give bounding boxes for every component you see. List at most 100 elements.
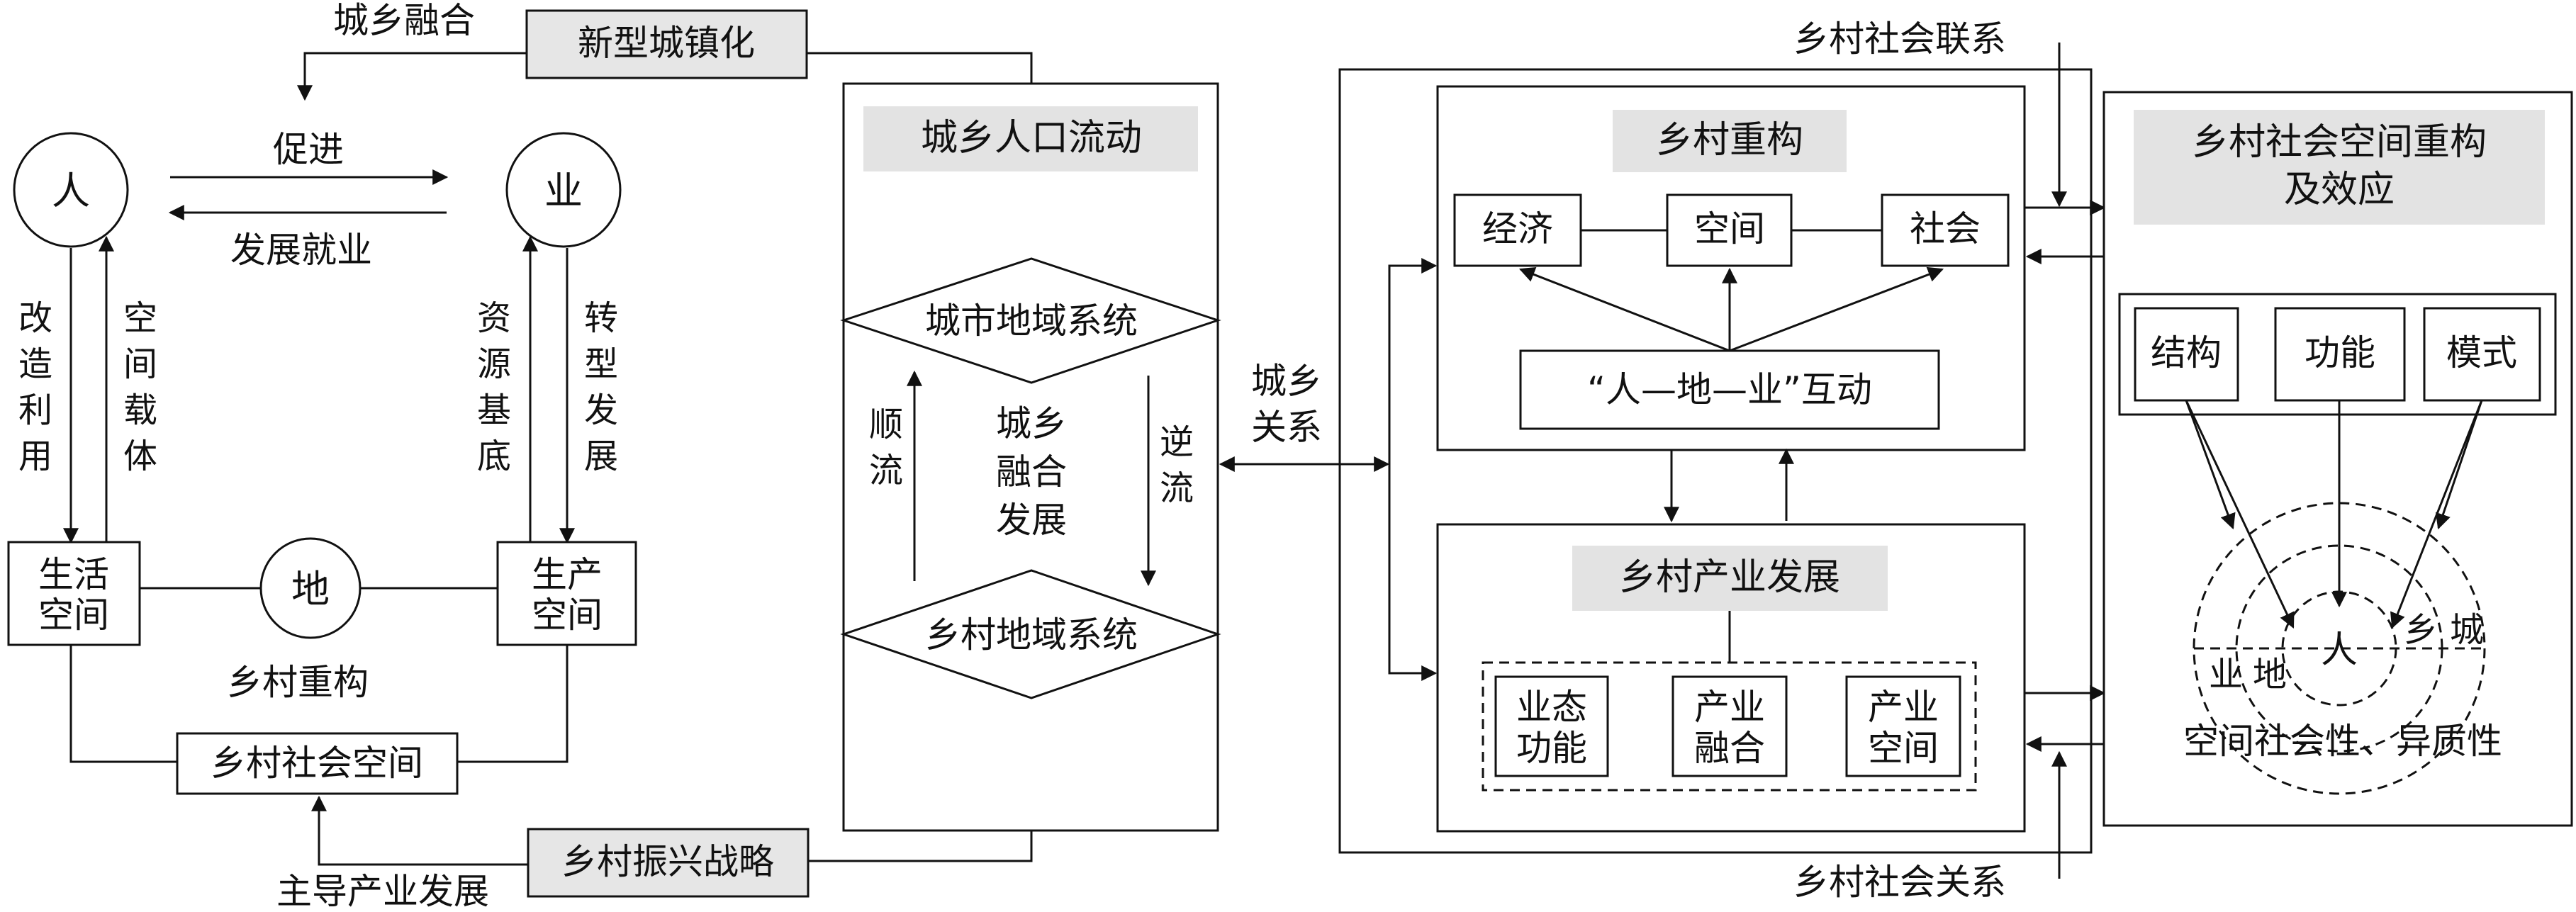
label-shehui: 社会	[1910, 208, 1981, 249]
box-xiangcun-zhenxing-zhanlue	[527, 828, 810, 898]
group-jiegou-gongneng-moshi	[2118, 293, 2557, 416]
box-shengchan-kongjian	[496, 541, 637, 646]
label-hudong: “人—地—业”互动	[1587, 369, 1872, 410]
arrow-hudong-jingji	[1518, 266, 1730, 352]
label-chengxiang-guanxi: 城乡 关系	[1251, 361, 1322, 448]
svg-text:融合: 融合	[996, 451, 1067, 492]
svg-text:体: 体	[123, 437, 157, 476]
label-right-xiangcun-chonggou: 乡村重构	[1656, 119, 1803, 162]
dashed-circle-outer	[2193, 502, 2486, 795]
svg-text:逆: 逆	[1160, 422, 1194, 462]
svg-text:利: 利	[18, 390, 52, 430]
label-gaizao-liyong: 改 造 利 用	[18, 298, 52, 476]
label-shehui-lianxi: 乡村社会联系	[1793, 18, 2006, 60]
label-ye: 业	[544, 169, 583, 213]
svg-text:基: 基	[477, 390, 511, 430]
box-xinxing-chengzhenhua	[525, 9, 808, 79]
label-circle-ye: 业	[2209, 655, 2243, 694]
label-cujin: 促进	[273, 129, 344, 170]
label-moshi: 模式	[2446, 332, 2517, 373]
tag-middle-title	[863, 106, 1198, 171]
arrow-moshi-mid	[2435, 400, 2483, 530]
svg-text:改: 改	[18, 298, 52, 338]
link-shenghuo-to-shehui	[69, 645, 177, 763]
label-urban-system: 城市地域系统	[925, 300, 1138, 342]
label-xiangcun-zhenxing-zhanlue: 乡村振兴战略	[561, 841, 774, 882]
label-chanye-kongjian-1: 产业	[1868, 687, 1939, 728]
label-left-xiangcun-chonggou: 乡村重构	[227, 662, 369, 703]
svg-text:流: 流	[1160, 468, 1194, 508]
label-chanye-ronghe-2: 融合	[1694, 728, 1765, 769]
box-shehui	[1881, 193, 2010, 267]
box-shenghuo-kongjian	[7, 541, 141, 646]
svg-text:发: 发	[584, 390, 618, 430]
svg-text:型: 型	[584, 344, 618, 384]
panel-chengxiang-renkou-liudong	[842, 82, 1219, 832]
panel-right-outer	[1338, 68, 2093, 854]
label-chanye-kongjian-2: 空间	[1868, 728, 1939, 769]
dashed-chanye-group	[1482, 661, 1977, 792]
label-shenghuo-2: 空间	[38, 595, 109, 636]
arrow-hudong-shehui	[1729, 266, 1944, 352]
svg-text:关系: 关系	[1251, 407, 1322, 448]
label-di: 地	[291, 567, 330, 612]
box-yetai-gongneng	[1494, 675, 1609, 777]
label-jiegou: 结构	[2151, 332, 2222, 373]
box-hudong	[1519, 349, 1940, 430]
circle-ye	[505, 132, 622, 248]
svg-text:发展: 发展	[996, 500, 1067, 541]
box-kongjian	[1666, 193, 1793, 267]
svg-text:展: 展	[584, 437, 618, 476]
label-circle-ren: 人	[2321, 629, 2358, 672]
svg-text:空: 空	[123, 298, 157, 338]
label-zhuanxing-fazhan: 转 型 发 展	[584, 298, 618, 476]
svg-text:城乡: 城乡	[1251, 361, 1322, 402]
arrow-jiegou-in	[2185, 400, 2295, 629]
connector-zhenxing-to-middle	[808, 831, 1033, 862]
box-gongneng	[2274, 307, 2406, 402]
label-circle-cheng: 城	[2450, 610, 2484, 650]
circle-ren	[13, 132, 129, 248]
svg-text:城乡: 城乡	[996, 403, 1067, 444]
arrow-to-chonggou	[1388, 258, 1438, 464]
svg-text:顺: 顺	[869, 405, 903, 444]
label-shehui-guanxi: 乡村社会关系	[1793, 862, 2006, 903]
svg-text:流: 流	[869, 451, 903, 490]
label-chengxiang-ronghe: 城乡融合	[333, 0, 475, 41]
link-shengchan-to-shehui	[457, 645, 569, 763]
label-fazhan-jiuye: 发展就业	[230, 230, 372, 271]
tag-chanye	[1572, 546, 1888, 611]
label-zhudao-chanye-fazhan: 主导产业发展	[276, 871, 489, 912]
label-kongjian-zaiti: 空 间 载 体	[123, 298, 157, 476]
connector-xinxing-to-middle	[807, 52, 1033, 84]
tag-far-right-title	[2134, 110, 2545, 225]
box-jingji	[1453, 193, 1582, 267]
box-moshi	[2423, 307, 2541, 402]
tag-chonggou	[1613, 110, 1847, 172]
label-caption: 空间社会性、异质性	[2183, 721, 2502, 762]
box-chanye-ronghe	[1671, 675, 1788, 777]
label-rural-system: 乡村地域系统	[925, 614, 1138, 655]
label-far-right-title-1: 乡村社会空间重构	[2192, 121, 2487, 164]
label-chanye-ronghe-1: 产业	[1694, 687, 1765, 728]
label-gongneng: 功能	[2305, 332, 2375, 373]
label-shengchan-1: 生产	[532, 554, 603, 595]
label-circle-di: 地	[2253, 655, 2287, 694]
label-shengchan-2: 空间	[532, 595, 603, 636]
label-niliu: 逆 流	[1160, 422, 1194, 508]
label-shenghuo-1: 生活	[38, 554, 109, 595]
label-circle-xiang: 乡	[2404, 610, 2438, 650]
label-far-right-title-2: 及效应	[2284, 169, 2395, 211]
label-gongneng-sm: 功能	[1516, 728, 1587, 769]
label-ronghe-fazhan: 城乡 融合 发展	[996, 403, 1067, 541]
arrow-to-shehui-kongjian	[311, 795, 528, 866]
label-xinxing-chengzhenhua: 新型城镇化	[578, 23, 755, 64]
svg-text:源: 源	[477, 344, 511, 384]
label-chanye-fazhan: 乡村产业发展	[1619, 556, 1840, 599]
label-jingji: 经济	[1482, 208, 1553, 249]
label-shunliu: 顺 流	[869, 405, 903, 490]
box-chanye-kongjian	[1845, 675, 1961, 777]
arrow-to-chanye	[1388, 464, 1438, 681]
